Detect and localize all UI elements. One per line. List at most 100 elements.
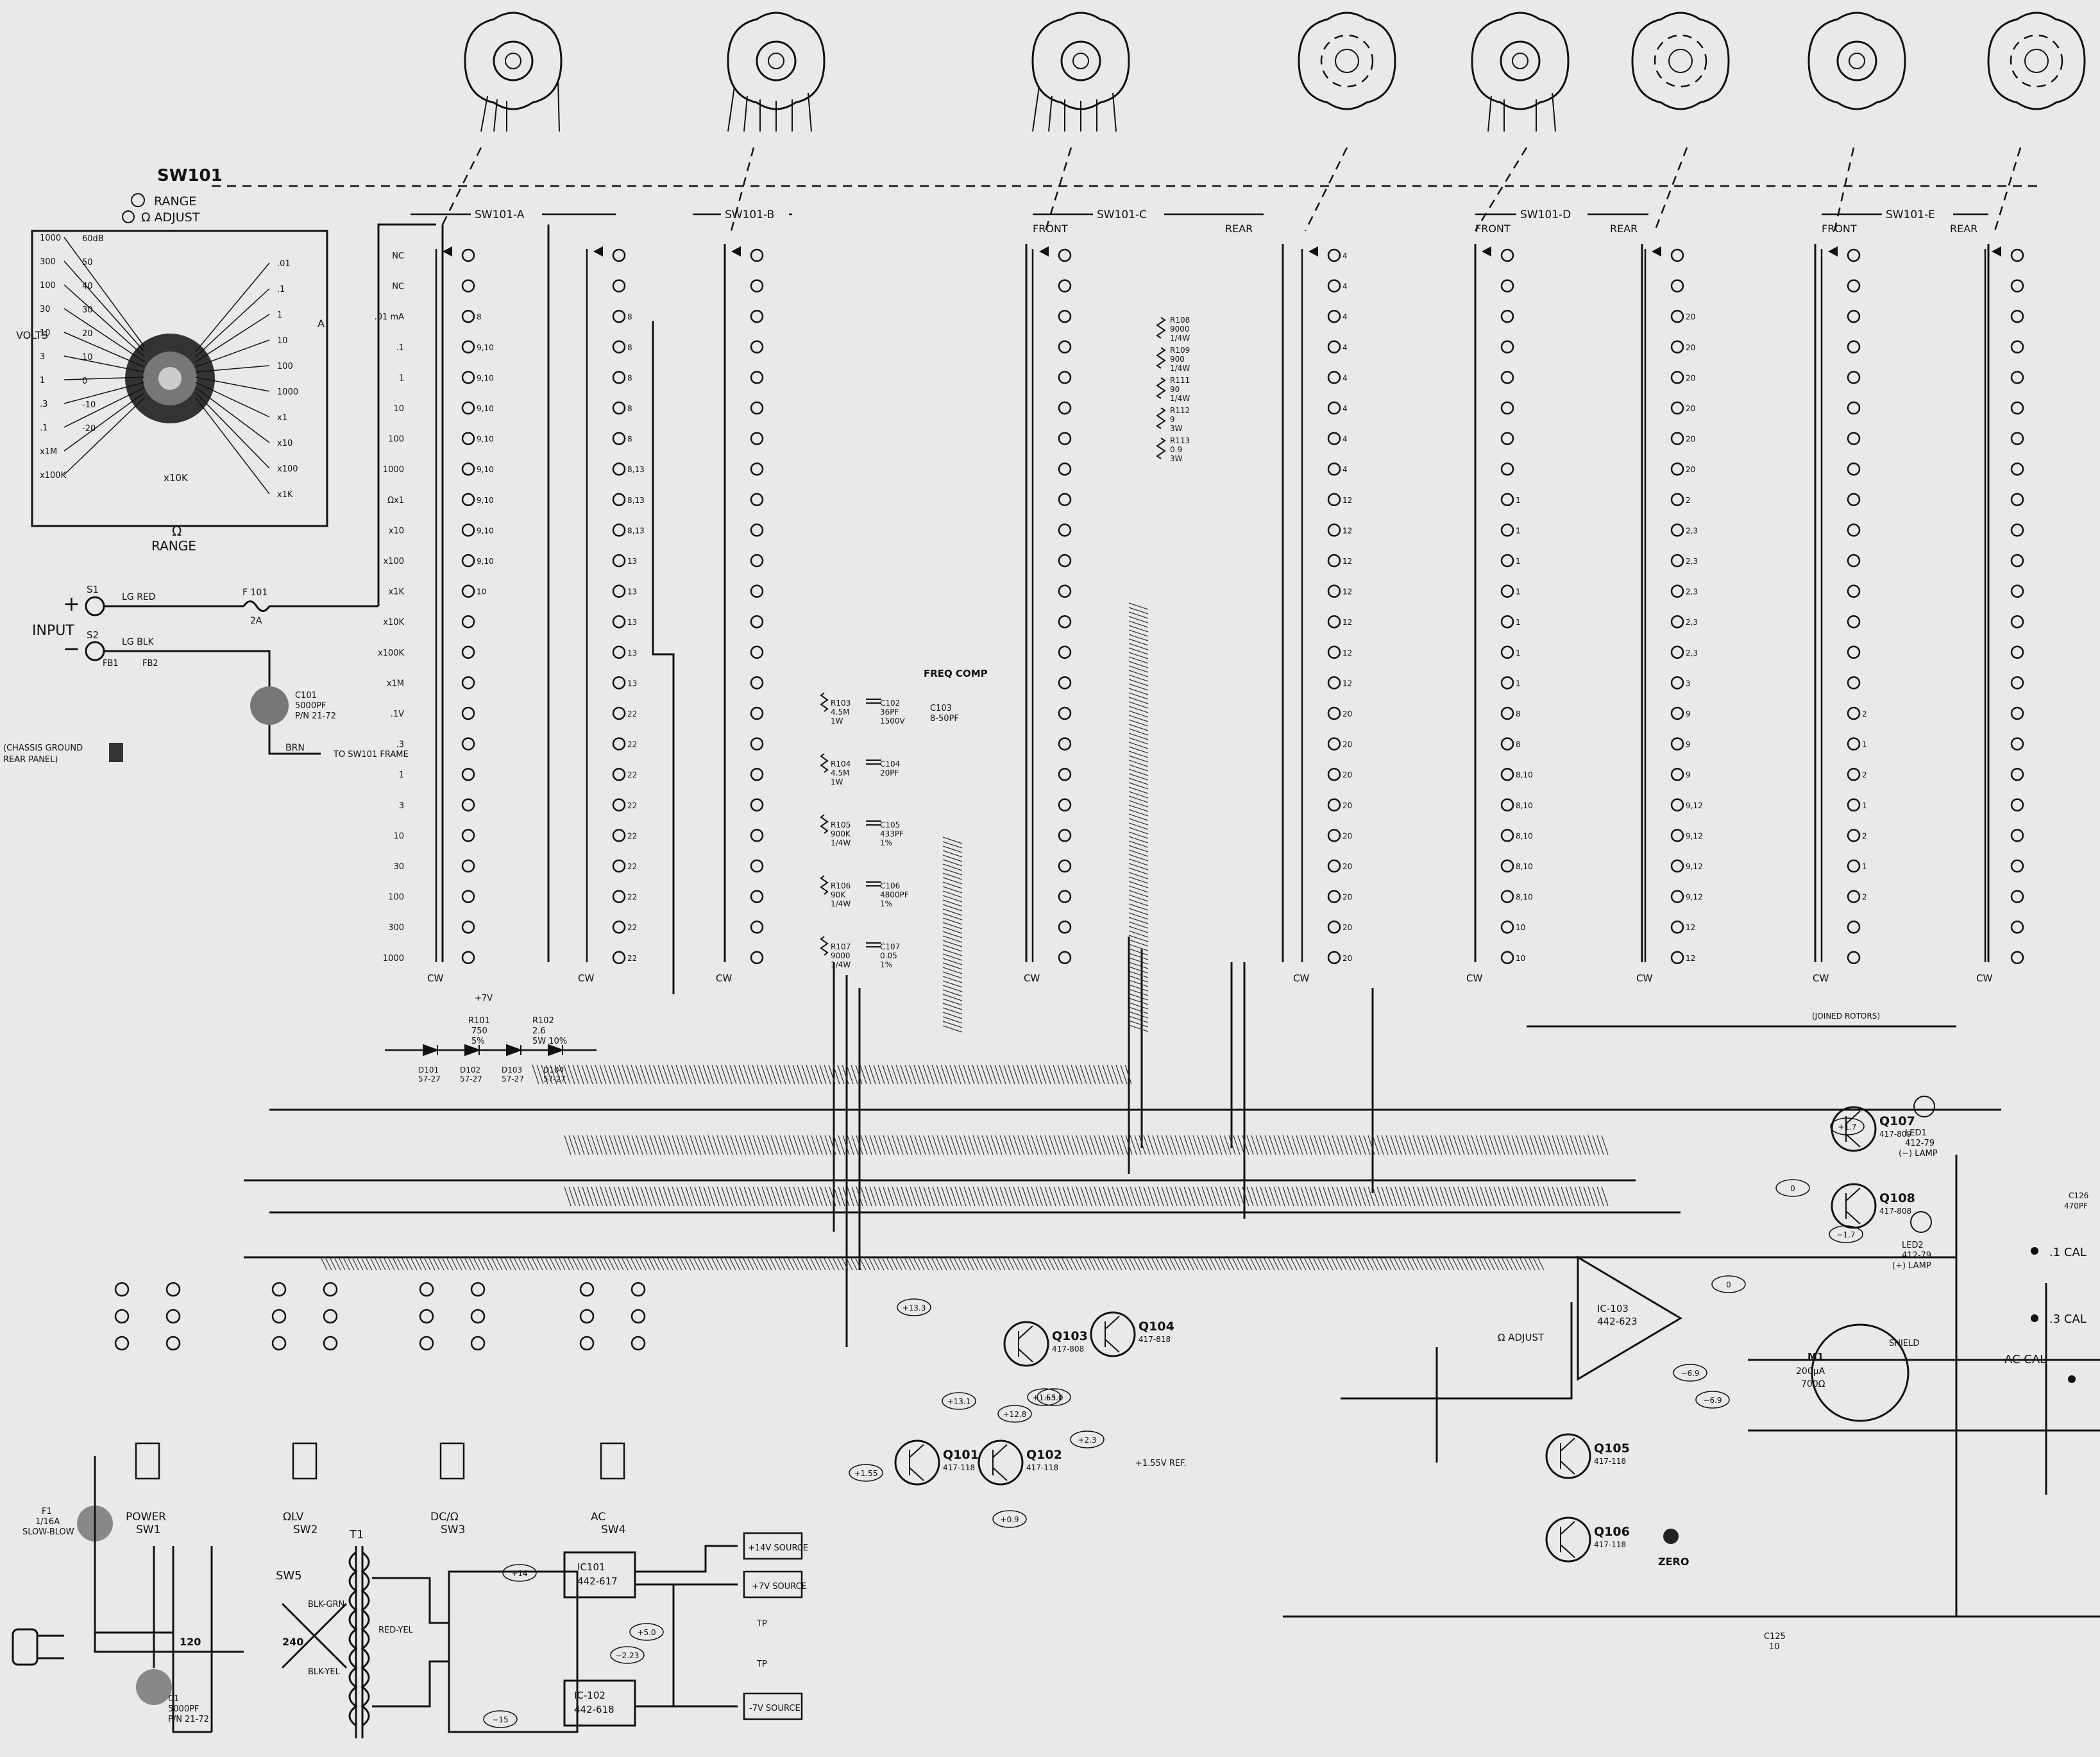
r102-power: 5W 10% <box>532 1037 567 1046</box>
switch-body[interactable] <box>135 1442 160 1480</box>
opamp-ic103: IC-103 442-623 Ω ADJUST ZERO <box>1498 1255 1689 1568</box>
switch-contact <box>612 248 626 262</box>
switch-ref: SW4 <box>601 1524 625 1536</box>
switch-contact <box>1058 767 1072 781</box>
cal-01-pot-icon[interactable] <box>2031 1247 2038 1255</box>
fb1-label: FB1 <box>103 659 119 668</box>
switch-contact <box>750 737 764 751</box>
dial-left-label: x100K <box>40 471 67 480</box>
resistor-power: 3W <box>1170 454 1183 463</box>
resistor-ref: R109 <box>1170 346 1190 355</box>
dial-left-label: 300 <box>40 257 56 267</box>
source-14v-box <box>743 1532 803 1560</box>
switch-contact <box>461 615 475 629</box>
c126-value: 470PF <box>2064 1201 2088 1210</box>
cal-ac-pot-icon[interactable] <box>2068 1375 2076 1383</box>
input-jack-minus-icon[interactable] <box>85 641 105 661</box>
contact-label: 9,10 <box>477 373 494 382</box>
source-14v: +14V SOURCE <box>748 1543 808 1553</box>
cw-label: CW <box>1636 972 1652 984</box>
switch-contact <box>1500 676 1514 690</box>
switch-contact <box>2010 706 2024 720</box>
sw5-blk-grn: BLK-GRN <box>308 1600 344 1609</box>
meter-r: 700Ω <box>1801 1379 1825 1389</box>
led2-icon <box>1910 1211 1932 1233</box>
power-supply: F1 1/16A SLOW-BLOW C1 5000PF P/N 21-72 T… <box>12 1456 808 1738</box>
contact-label: 4 <box>1342 465 1348 474</box>
switch-contact <box>1500 432 1514 445</box>
switch-body[interactable] <box>439 1442 465 1480</box>
switch-ref: SW1 <box>136 1524 160 1536</box>
switch-contact <box>461 279 475 293</box>
switch-contact <box>1327 890 1341 903</box>
switch-body[interactable] <box>600 1442 625 1480</box>
dial-right-label: x10 <box>277 439 292 448</box>
contact-label: 4 <box>1342 435 1348 444</box>
voltage-bubble: +2.3 <box>1078 1436 1096 1445</box>
switch-contact <box>1058 279 1072 293</box>
switch-contact <box>1670 309 1684 323</box>
divider-r-ref: R104 <box>831 760 851 768</box>
divider-c-value: 4800PF <box>880 890 909 899</box>
range-row-label: .01 mA <box>375 312 404 322</box>
voltage-bubble: +14 <box>511 1569 527 1578</box>
dial-spoke <box>64 284 145 357</box>
divider-r-value: 4.5M <box>831 708 849 717</box>
switch-contact <box>2010 432 2024 445</box>
switch-contact <box>750 584 764 598</box>
switch-contact <box>1058 462 1072 476</box>
dial-spoke <box>64 382 145 404</box>
joined-rotors: (JOINED ROTORS) <box>1812 1012 1880 1021</box>
switch-contact <box>1058 340 1072 354</box>
range-marker-icon <box>131 193 145 207</box>
fuse-icon <box>242 600 271 612</box>
switch-contact <box>750 248 764 262</box>
switch-contact <box>1670 523 1684 537</box>
switch-contact <box>461 951 475 965</box>
rotor-link-g <box>1833 147 1855 232</box>
contact-label: 4 <box>1342 373 1348 382</box>
divider-c-value: 36PF <box>880 708 899 717</box>
range-row-label: x10 <box>389 526 404 536</box>
switch-contact <box>1058 798 1072 812</box>
dial-left-label: 10 <box>40 328 51 338</box>
diode-ref: D104 <box>543 1065 564 1074</box>
switch-contact <box>750 493 764 507</box>
fuse-ref: F 101 <box>242 588 267 598</box>
contact-label: 12 <box>1342 618 1352 627</box>
tp-2: TP <box>756 1659 767 1669</box>
cal-03: .3 CAL <box>2049 1312 2087 1326</box>
cal-03-pot-icon[interactable] <box>2031 1314 2038 1322</box>
switch-body[interactable] <box>292 1442 318 1480</box>
switch-contact <box>612 706 626 720</box>
input-jack-plus-icon[interactable] <box>85 596 105 616</box>
zero-pot-icon[interactable] <box>1663 1529 1679 1544</box>
dial-spoke <box>64 397 145 475</box>
dial-db-label: 50 <box>82 258 93 267</box>
switch-contact <box>1500 309 1514 323</box>
transistor-part: 417-118 <box>1594 1540 1626 1549</box>
switch-contact <box>612 798 626 812</box>
transistor-part: 417-808 <box>1052 1345 1084 1354</box>
c1-part: P/N 21-72 <box>168 1715 209 1724</box>
voltage-bubble: +1.55 <box>854 1469 878 1478</box>
chassis-label-2: REAR PANEL) <box>3 755 58 765</box>
switch-contact <box>750 554 764 568</box>
switch-contact <box>1670 493 1684 507</box>
contact-label: 8 <box>627 373 632 382</box>
switch-contact <box>612 890 626 903</box>
ic101-box <box>563 1551 636 1599</box>
source-7v-box <box>743 1570 803 1599</box>
transistor-icon <box>1003 1321 1049 1367</box>
cw-label: CW <box>1976 972 1992 984</box>
divider-r-ref: R103 <box>831 699 851 708</box>
divider-c-tol: 1% <box>880 899 892 908</box>
switch-contact <box>1058 890 1072 903</box>
dial-db-label: 10 <box>82 353 93 362</box>
dial-spoke <box>195 387 270 443</box>
switch-contact <box>750 401 764 415</box>
switch-deck-icon-4 <box>1298 12 1396 110</box>
switch-contact <box>612 737 626 751</box>
t1-label: T1 <box>349 1528 364 1541</box>
dial-left-label: .3 <box>40 400 47 409</box>
